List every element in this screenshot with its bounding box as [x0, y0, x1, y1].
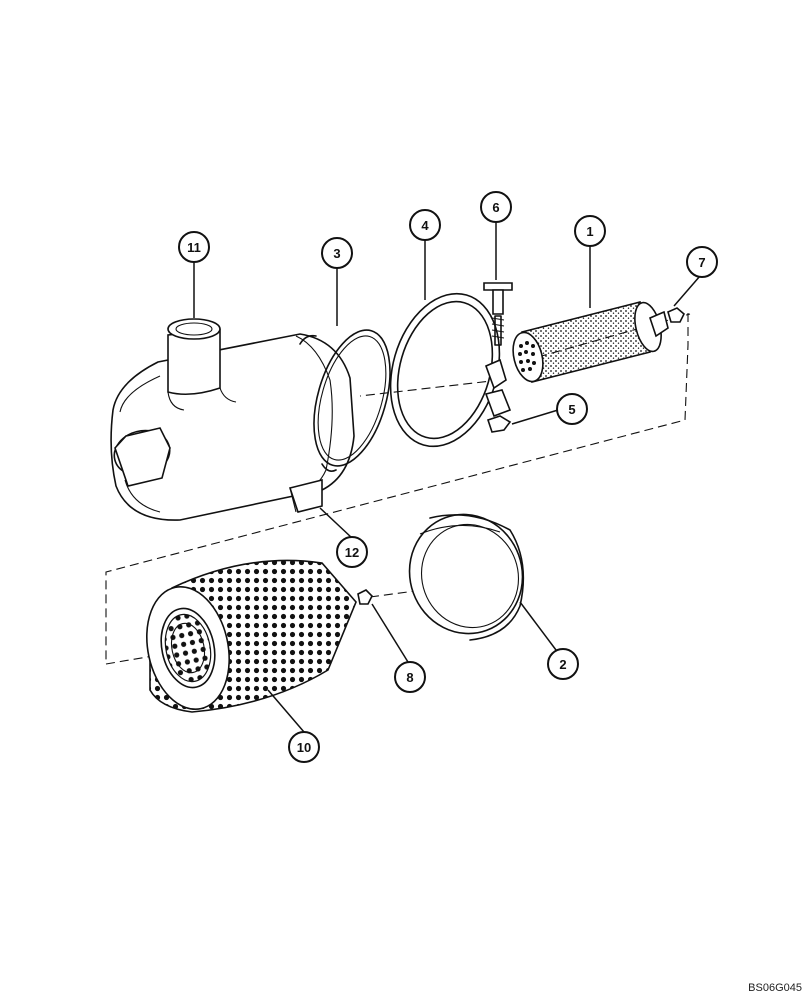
callout-3: 3 [321, 237, 353, 269]
callout-10: 10 [288, 731, 320, 763]
air-cleaner-housing [110, 318, 355, 521]
clamp-nut [486, 415, 512, 433]
svg-text:1: 1 [586, 224, 593, 239]
svg-text:5: 5 [568, 402, 575, 417]
callout-4: 4 [409, 209, 441, 241]
primary-filter-element [146, 559, 357, 713]
callout-11: 11 [178, 231, 210, 263]
svg-text:12: 12 [345, 545, 359, 560]
svg-text:4: 4 [421, 218, 429, 233]
wing-nut [357, 589, 373, 605]
svg-text:6: 6 [492, 200, 499, 215]
leader-lines [193, 222, 701, 733]
svg-text:2: 2 [559, 657, 566, 672]
callout-8: 8 [394, 661, 426, 693]
callout-1: 1 [574, 215, 606, 247]
drawing-reference-code: BS06G045 [748, 982, 802, 994]
callout-7: 7 [686, 246, 718, 278]
svg-text:10: 10 [297, 740, 311, 755]
dust-cup-cover [408, 513, 525, 641]
svg-text:8: 8 [406, 670, 413, 685]
seal-ring [299, 329, 391, 472]
svg-text:3: 3 [333, 246, 340, 261]
callout-5: 5 [556, 393, 588, 425]
svg-text:11: 11 [187, 240, 201, 255]
callout-6: 6 [480, 191, 512, 223]
wing-nut-small [667, 307, 685, 323]
callout-12: 12 [336, 536, 368, 568]
svg-text:7: 7 [698, 255, 705, 270]
clamp-bolt [483, 282, 513, 346]
clamp-band [389, 292, 512, 448]
safety-filter-element [512, 301, 669, 383]
callout-2: 2 [547, 648, 579, 680]
